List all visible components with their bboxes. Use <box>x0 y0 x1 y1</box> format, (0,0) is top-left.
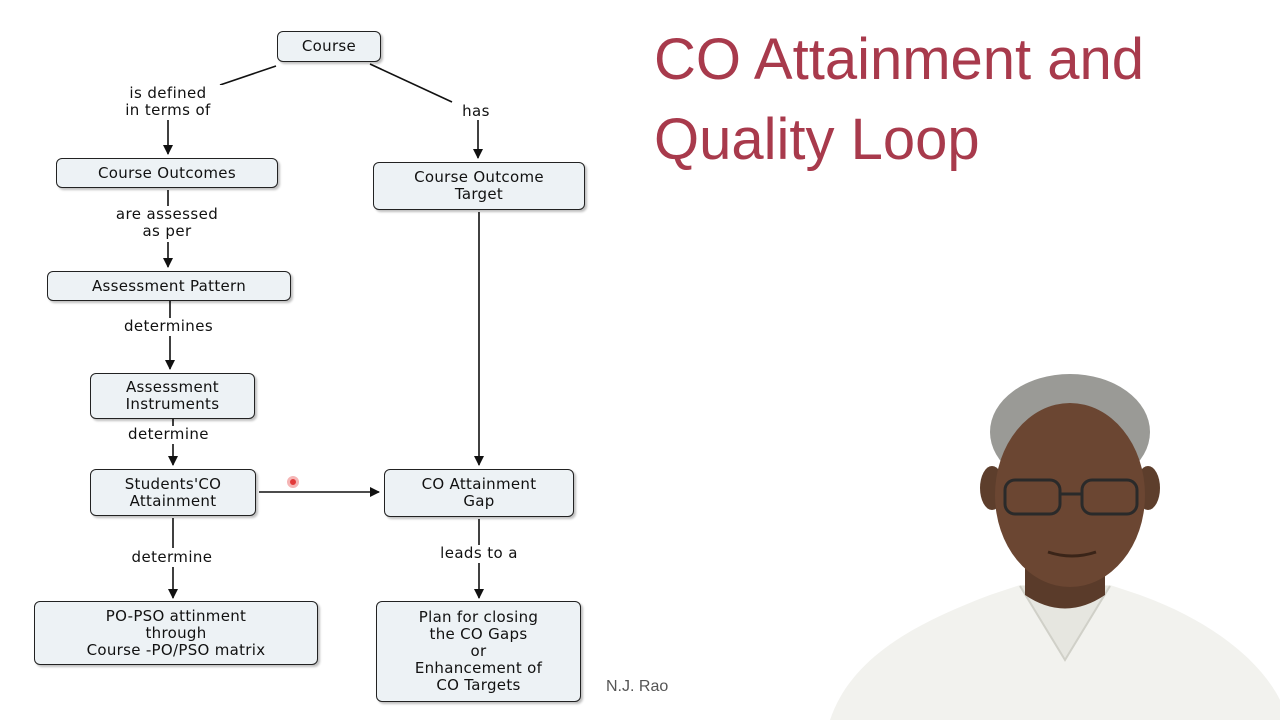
author-name: N.J. Rao <box>606 678 669 695</box>
node-assessment-pattern: Assessment Pattern <box>47 271 291 301</box>
label-determine-1: determine <box>108 426 229 443</box>
node-course-outcomes: Course Outcomes <box>56 158 278 188</box>
label-has: has <box>446 103 506 120</box>
label-defined-in-terms-of: is defined in terms of <box>98 85 238 119</box>
edge-course-to-defined <box>219 65 277 86</box>
node-course-outcome-target: Course Outcome Target <box>373 162 585 210</box>
slide-title: CO Attainment and Quality Loop <box>654 27 1145 172</box>
node-course: Course <box>277 31 381 62</box>
node-po-pso-attainment: PO-PSO attinment through Course -PO/PSO … <box>34 601 318 665</box>
node-plan-closing-gaps: Plan for closing the CO Gaps or Enhancem… <box>376 601 581 702</box>
laser-pointer-icon <box>287 476 299 488</box>
presenter-shirt <box>830 585 1280 720</box>
node-assessment-instruments: Assessment Instruments <box>90 373 255 419</box>
label-determine-2: determine <box>110 549 234 566</box>
node-co-attainment-gap: CO Attainment Gap <box>384 469 574 517</box>
label-assessed-as-per: are assessed as per <box>86 206 248 240</box>
node-students-co-attainment: Students'CO Attainment <box>90 469 256 516</box>
presenter-video <box>830 374 1280 720</box>
edge-course-to-has <box>369 63 453 103</box>
label-leads-to-a: leads to a <box>418 545 540 562</box>
label-determines: determines <box>100 318 237 335</box>
